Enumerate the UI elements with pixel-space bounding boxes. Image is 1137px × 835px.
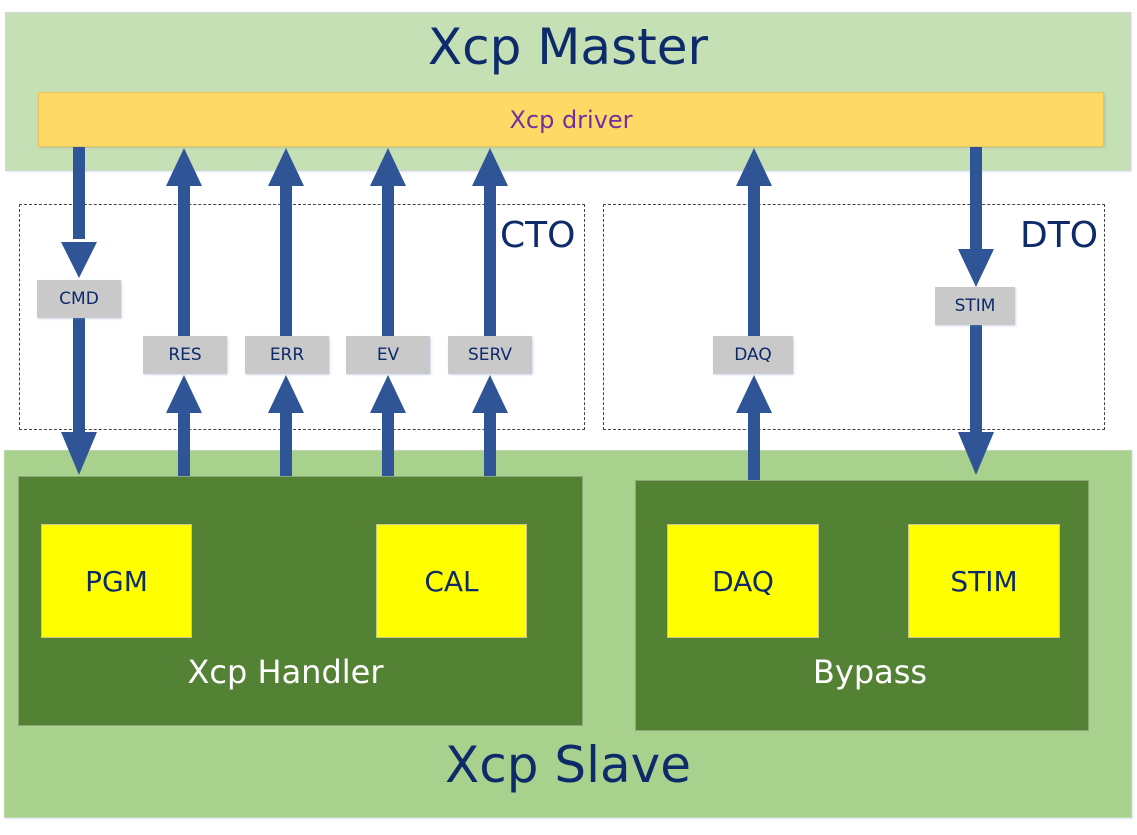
pgm-label: PGM [85,564,148,598]
dto-label: DTO [1020,215,1099,256]
ev-tag: EV [346,336,430,374]
xcp-slave-title: Xcp Slave [445,736,691,794]
res-arrow [166,148,202,476]
err-tag-label: ERR [269,345,305,365]
stim-block-label: STIM [950,564,1018,598]
cal-label: CAL [424,564,479,598]
cal-block: CAL [376,524,527,638]
serv-tag: SERV [448,336,532,374]
pgm-block: PGM [41,524,192,638]
cto-label: CTO [500,215,576,256]
dto-group [603,204,1105,430]
xcp-driver-label: Xcp driver [509,105,633,134]
daq-arrow [736,148,772,480]
cmd-tag-label: CMD [59,289,99,309]
err-tag: ERR [245,336,329,374]
daq-block-label: DAQ [712,564,774,598]
daq-block: DAQ [667,524,819,638]
xcp-driver-bar: Xcp driver [38,92,1104,147]
stim-tag: STIM [935,287,1015,325]
xcp-master-title: Xcp Master [427,18,709,76]
ev-arrow [370,148,406,476]
daq-tag: DAQ [713,336,793,374]
stim-arrow [958,147,994,475]
serv-arrow [472,148,508,476]
bypass-label: Bypass [812,653,928,691]
cto-group [19,204,585,430]
res-tag: RES [143,336,227,374]
xcp-handler-label: Xcp Handler [187,653,384,691]
stim-block: STIM [908,524,1060,638]
cmd-arrow [61,147,97,475]
err-arrow [268,148,304,476]
stim-tag-label: STIM [954,296,996,316]
serv-tag-label: SERV [467,345,513,365]
ev-tag-label: EV [376,345,400,365]
cmd-tag: CMD [37,280,121,318]
res-tag-label: RES [168,345,202,365]
daq-tag-label: DAQ [734,345,772,365]
